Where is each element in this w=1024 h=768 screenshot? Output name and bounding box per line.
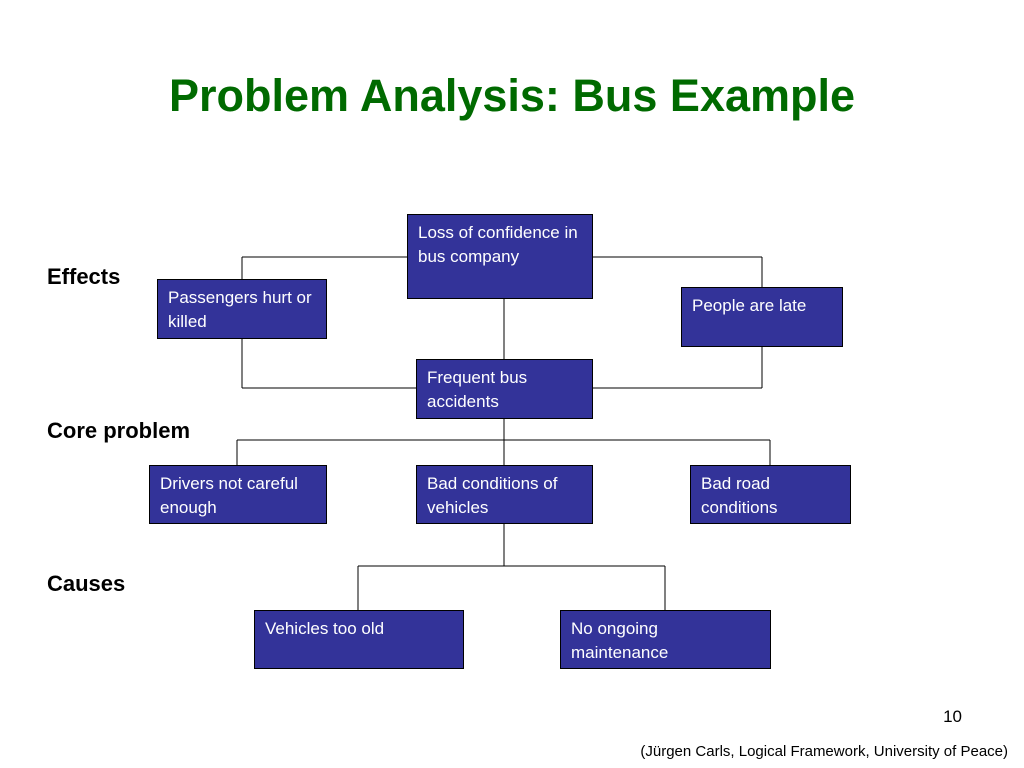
label-causes: Causes xyxy=(47,571,126,596)
slide-title: Problem Analysis: Bus Example xyxy=(168,70,856,121)
node-vehicles-too-old: Vehicles too old xyxy=(254,610,464,669)
node-loss-of-confidence: Loss of confidence in bus company xyxy=(407,214,593,299)
citation: (Jürgen Carls, Logical Framework, Univer… xyxy=(640,743,1008,760)
page-number: 10 xyxy=(943,707,962,726)
node-people-late: People are late xyxy=(681,287,843,347)
node-bad-road-conditions: Bad road conditions xyxy=(690,465,851,524)
label-effects: Effects xyxy=(47,264,121,289)
node-passengers-hurt: Passengers hurt or killed xyxy=(157,279,327,339)
label-core-problem: Core problem xyxy=(47,418,191,443)
node-bad-vehicle-conditions: Bad conditions of vehicles xyxy=(416,465,593,524)
node-drivers-not-careful: Drivers not careful enough xyxy=(149,465,327,524)
node-frequent-accidents: Frequent bus accidents xyxy=(416,359,593,419)
node-no-maintenance: No ongoing maintenance xyxy=(560,610,771,669)
